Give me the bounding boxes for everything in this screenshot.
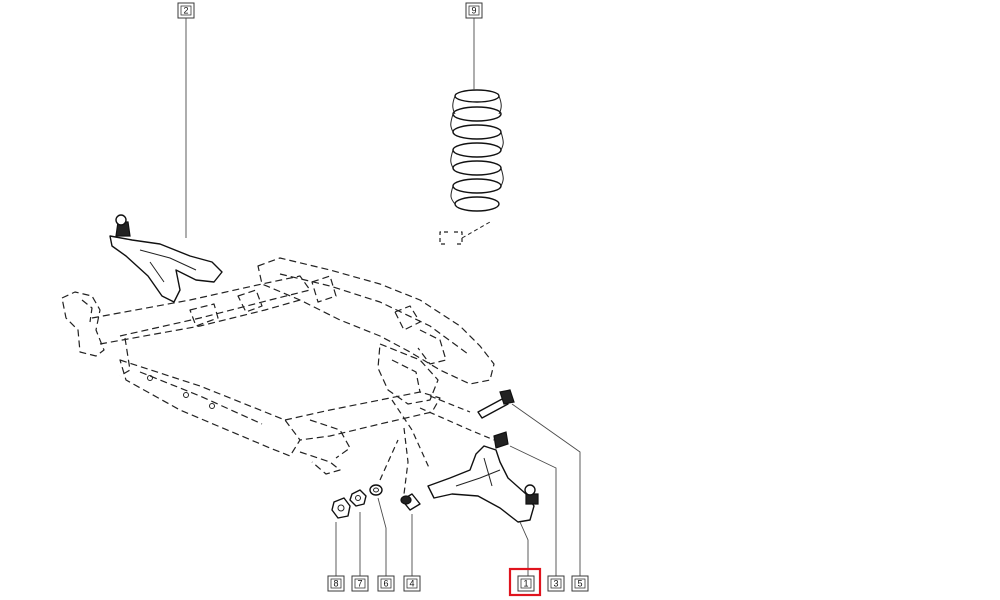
svg-text:7: 7: [357, 579, 362, 589]
nut-7: [349, 489, 367, 507]
callout-4[interactable]: 4: [403, 575, 421, 592]
nut-8: [331, 497, 351, 519]
callout-1-highlight: [508, 567, 542, 597]
leader-lines: [185, 17, 581, 578]
callout-1[interactable]: 1: [508, 567, 542, 597]
lower-wishbone: [427, 431, 539, 523]
callout-6[interactable]: 6: [377, 575, 395, 592]
coil-spring: [450, 89, 504, 212]
bush: [400, 493, 421, 511]
svg-text:4: 4: [409, 579, 414, 589]
svg-text:1: 1: [523, 579, 528, 589]
svg-text:5: 5: [577, 579, 582, 589]
mounting-bolt: [477, 389, 515, 419]
upper-wishbone: [109, 214, 223, 303]
callout-9[interactable]: 9: [465, 2, 483, 19]
callout-3[interactable]: 3: [547, 575, 565, 592]
callout-5[interactable]: 5: [571, 575, 589, 592]
svg-text:2: 2: [183, 6, 188, 16]
callout-2[interactable]: 2: [177, 2, 195, 19]
callout-7[interactable]: 7: [351, 575, 369, 592]
svg-text:6: 6: [383, 579, 388, 589]
callout-8[interactable]: 8: [327, 575, 345, 592]
svg-text:3: 3: [553, 579, 558, 589]
svg-text:9: 9: [471, 6, 476, 16]
svg-text:8: 8: [333, 579, 338, 589]
spring-seat-placeholder: [439, 231, 463, 245]
front-subframe: [61, 257, 495, 475]
washer: [369, 484, 383, 496]
